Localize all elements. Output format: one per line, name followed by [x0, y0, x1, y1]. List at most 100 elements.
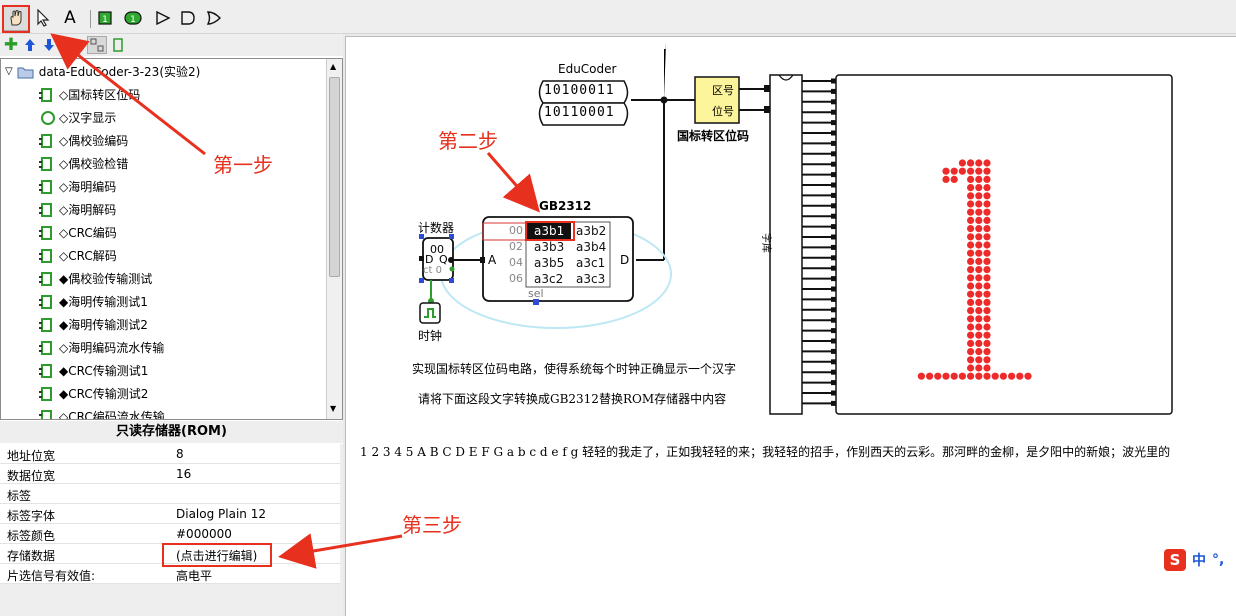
- property-row[interactable]: 标签颜色#000000: [0, 524, 340, 544]
- led-dot: [983, 298, 991, 306]
- led-dot: [967, 282, 975, 290]
- led-dot: [975, 175, 983, 183]
- led-dot: [967, 339, 975, 347]
- rom-port-sel: sel: [528, 287, 544, 300]
- tree-item[interactable]: ◇CRC编码流水传输: [39, 405, 165, 419]
- bus-pin: [831, 296, 836, 302]
- property-key: 标签字体: [7, 509, 56, 523]
- led-dot: [967, 249, 975, 257]
- and-gate-icon[interactable]: [178, 8, 198, 28]
- tree-item[interactable]: ◇CRC解码: [39, 244, 117, 267]
- rom-cell[interactable]: a3c1: [576, 256, 606, 270]
- bus-pin: [831, 390, 836, 396]
- led-dot: [983, 241, 991, 249]
- led-dot: [975, 241, 983, 249]
- property-value[interactable]: (点击进行编辑): [176, 549, 258, 563]
- tree-scrollbar[interactable]: ▲ ▼: [326, 59, 342, 419]
- led-dot: [975, 298, 983, 306]
- appearance-view-icon[interactable]: [110, 36, 126, 54]
- bus-pin: [831, 338, 836, 344]
- tree-item[interactable]: ◇海明解码: [39, 198, 117, 221]
- hand-tool-icon[interactable]: [3, 5, 29, 31]
- scroll-up-icon[interactable]: ▲: [330, 62, 337, 71]
- tree-item[interactable]: ◇偶校验编码: [39, 129, 128, 152]
- property-value[interactable]: #000000: [176, 527, 232, 541]
- led-dot: [975, 348, 983, 356]
- scroll-down-icon[interactable]: ▼: [330, 404, 337, 413]
- step3-annotation: 第三步: [402, 513, 462, 537]
- led-dot: [950, 175, 958, 183]
- subcircuit-icon: [39, 87, 52, 102]
- rom-address: 02: [509, 240, 523, 253]
- led-dot: [967, 192, 975, 200]
- led-dot: [975, 225, 983, 233]
- counter-q: Q: [439, 253, 448, 266]
- rom-cell[interactable]: a3b4: [576, 240, 607, 254]
- property-row[interactable]: 标签字体 Dialog Plain 12: [0, 504, 340, 524]
- move-down-icon[interactable]: [41, 36, 57, 54]
- output-pin-icon[interactable]: 1: [123, 8, 143, 28]
- pointer-tool-icon[interactable]: [32, 6, 54, 30]
- instruction-line2: 请将下面这段文字转换成GB2312替换ROM存储器中内容: [418, 392, 727, 406]
- bus-pin: [831, 307, 836, 313]
- tree-item[interactable]: ◇海明编码流水传输: [39, 336, 164, 359]
- tree-item[interactable]: ◆偶校验传输测试: [39, 267, 152, 290]
- led-dot: [983, 339, 991, 347]
- tree-item[interactable]: ◆海明传输测试1: [39, 290, 148, 313]
- led-dot: [983, 249, 991, 257]
- property-value[interactable]: 8: [176, 447, 184, 461]
- led-dot: [967, 184, 975, 192]
- tree-item[interactable]: ◆CRC传输测试2: [39, 382, 148, 405]
- led-dot: [983, 175, 991, 183]
- expand-toggle-icon[interactable]: ▽: [5, 66, 13, 77]
- tree-item[interactable]: ◇国标转区位码: [39, 83, 141, 106]
- property-row[interactable]: 片选信号有效值:高电平: [0, 564, 340, 584]
- property-value[interactable]: 高电平: [176, 569, 213, 583]
- rom-cell[interactable]: a3b1: [534, 224, 565, 238]
- delete-circuit-icon[interactable]: [60, 36, 76, 54]
- subcircuit-icon: [39, 225, 52, 240]
- property-value[interactable]: 16: [176, 467, 192, 481]
- rom-cell[interactable]: a3b5: [534, 256, 565, 270]
- layout-view-icon[interactable]: [87, 36, 107, 54]
- tree-item[interactable]: ◇海明编码: [39, 175, 116, 198]
- property-value[interactable]: Dialog Plain 12: [176, 507, 266, 521]
- led-dot: [983, 315, 991, 323]
- tree-item[interactable]: ◇偶校验检错: [39, 152, 128, 175]
- rom-cell[interactable]: a3b2: [576, 224, 607, 238]
- property-row[interactable]: 数据位宽 16: [0, 464, 340, 484]
- tree-item-label: ◇汉字显示: [59, 111, 117, 125]
- toolbar-separator: [90, 10, 91, 28]
- add-circuit-icon[interactable]: ✚: [3, 35, 19, 55]
- tree-item[interactable]: ◇汉字显示: [41, 106, 116, 129]
- input-pin-icon[interactable]: 1: [96, 8, 114, 28]
- property-row[interactable]: 存储数据(点击进行编辑): [0, 544, 340, 564]
- bus-pin: [831, 328, 836, 334]
- bus-pin: [831, 172, 836, 178]
- tree-item[interactable]: ◆CRC传输测试1: [39, 359, 148, 382]
- svg-text:1: 1: [102, 15, 108, 25]
- circuit-canvas[interactable]: EduCoder 10100011 10110001 区号 位号 国标转区位码 …: [345, 36, 1236, 616]
- scrollbar-thumb[interactable]: [329, 77, 340, 277]
- ime-indicator[interactable]: S 中 °,: [1164, 547, 1236, 573]
- led-dot: [967, 331, 975, 339]
- rom-cell[interactable]: a3c2: [534, 272, 564, 286]
- step1-highlight-box: [2, 5, 30, 33]
- text-tool-icon[interactable]: A: [64, 8, 76, 28]
- tree-item-label: ◇海明解码: [59, 203, 117, 217]
- tree-item-label: ◇国标转区位码: [59, 88, 141, 102]
- buffer-gate-icon[interactable]: [153, 8, 173, 28]
- led-dot: [983, 216, 991, 224]
- tree-item[interactable]: ◆海明传输测试2: [39, 313, 148, 336]
- tree-item[interactable]: ◇CRC编码: [39, 221, 117, 244]
- rom-cell[interactable]: a3b3: [534, 240, 565, 254]
- or-gate-icon[interactable]: [204, 8, 224, 28]
- move-up-icon[interactable]: [22, 36, 38, 54]
- led-dot: [975, 315, 983, 323]
- tree-root[interactable]: ▽ data-EduCoder-3-23(实验2): [5, 60, 200, 83]
- counter-d: D: [425, 253, 434, 266]
- rom-cell[interactable]: a3c3: [576, 272, 606, 286]
- property-key: 数据位宽: [7, 469, 56, 483]
- property-row[interactable]: 标签: [0, 484, 340, 504]
